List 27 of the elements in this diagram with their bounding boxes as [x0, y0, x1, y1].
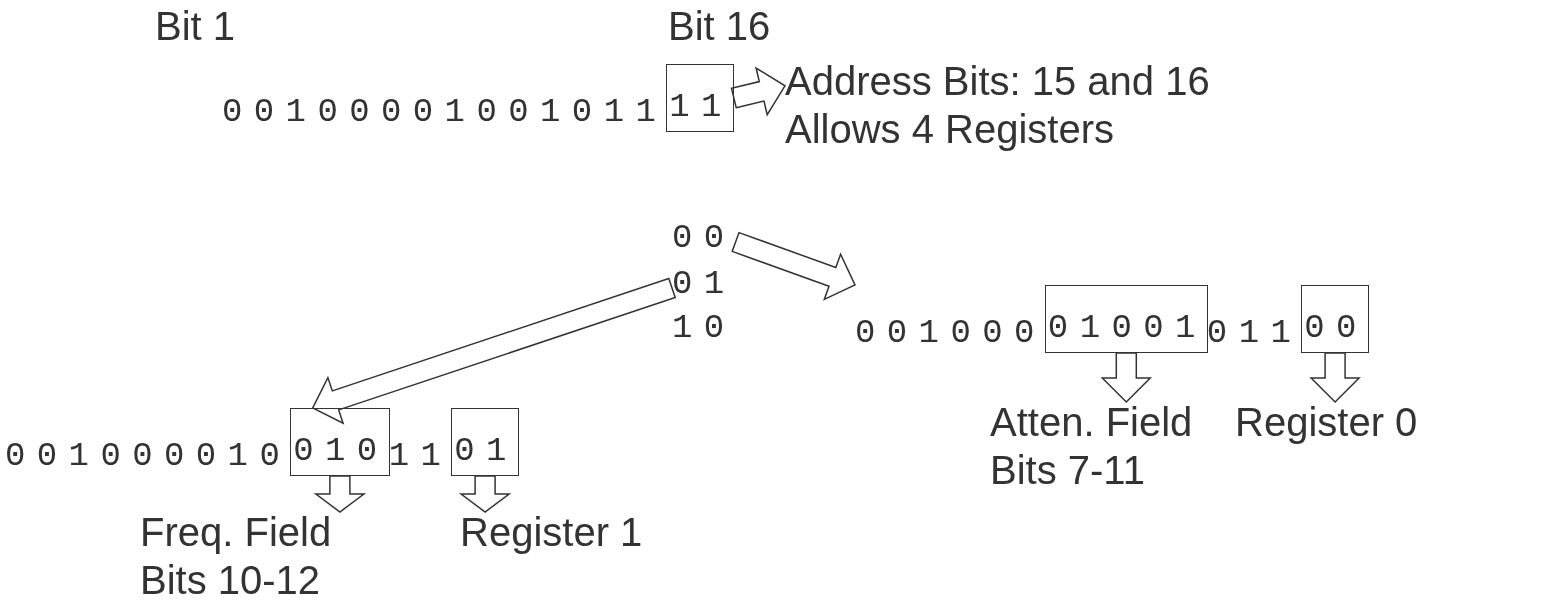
bit-value: 10	[672, 308, 736, 348]
field-label: Address Bits: 15 and 16 Allows 4 Registers	[785, 57, 1245, 153]
bit-group-box: 010	[290, 408, 390, 476]
block-arrow	[458, 475, 512, 513]
bit-string: 00100001001011	[222, 92, 668, 132]
bit-group-box: 01	[451, 408, 519, 476]
block-arrow	[1309, 352, 1361, 404]
bit-string: 11	[388, 436, 453, 476]
block-arrow	[313, 475, 367, 513]
bit-group-box: 00	[1301, 285, 1369, 353]
block-arrow	[1100, 352, 1153, 404]
field-label: Register 1	[460, 508, 720, 556]
bit-group-box: 11	[666, 64, 734, 132]
bit-string: 001000	[855, 313, 1046, 353]
field-label: Atten. Field Bits 7-11	[990, 398, 1205, 494]
bit-value: 00	[672, 218, 736, 258]
block-arrow	[311, 277, 677, 425]
bit-value: 01	[672, 264, 736, 304]
bit-position-label: Bit 16	[668, 3, 771, 50]
bit-group-box: 01001	[1044, 285, 1208, 353]
block-arrow	[730, 66, 787, 117]
field-label: Freq. Field Bits 10-12	[140, 508, 360, 604]
bit-string: 001000010	[5, 436, 292, 476]
field-label: Register 0	[1235, 398, 1455, 446]
bit-position-label: Bit 1	[155, 3, 236, 50]
block-arrow	[731, 231, 856, 301]
bit-string: 011	[1206, 313, 1303, 353]
